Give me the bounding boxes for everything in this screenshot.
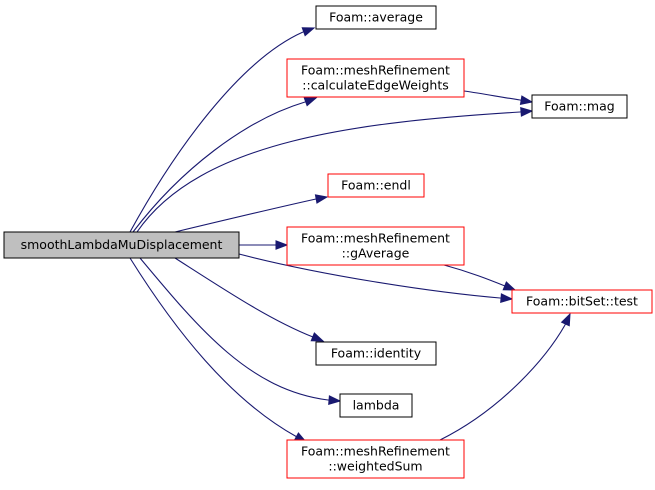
- edge-root-to-mag: [136, 107, 534, 233]
- arrow-head-icon: [502, 281, 517, 291]
- edge-root-to-identity: [174, 257, 325, 342]
- node-box[interactable]: [327, 173, 425, 198]
- edge-weightedSum-to-test: [439, 312, 571, 441]
- node-box[interactable]: [286, 58, 465, 98]
- edge-line: [174, 198, 317, 233]
- node-label: Foam::bitSet::test: [526, 294, 638, 309]
- node-box[interactable]: [286, 439, 465, 479]
- arrow-head-icon: [519, 95, 534, 105]
- node-test[interactable]: Foam::bitSet::test: [511, 289, 653, 314]
- arrow-head-icon: [303, 97, 318, 107]
- edge-line: [136, 111, 521, 233]
- edge-line: [443, 264, 506, 287]
- node-identity[interactable]: Foam::identity: [315, 341, 437, 366]
- node-average[interactable]: Foam::average: [315, 5, 437, 30]
- node-box[interactable]: [286, 226, 465, 266]
- edge-line: [174, 257, 314, 338]
- node-label: Foam::average: [329, 10, 423, 25]
- node-label: Foam::meshRefinement: [301, 444, 450, 459]
- edge-line: [463, 90, 521, 101]
- edge-root-to-gAverage: [239, 240, 289, 250]
- node-label: lambda: [353, 398, 400, 413]
- node-box[interactable]: [315, 5, 437, 30]
- node-label: ::calculateEdgeWeights: [302, 78, 448, 93]
- node-box[interactable]: [511, 289, 653, 314]
- node-box[interactable]: [531, 94, 628, 119]
- arrow-head-icon: [500, 293, 514, 303]
- node-gAverage[interactable]: Foam::meshRefinement::gAverage: [286, 226, 465, 266]
- arrow-head-icon: [560, 312, 571, 327]
- node-endl[interactable]: Foam::endl: [327, 173, 425, 198]
- edge-calcEdgeWeights-to-mag: [463, 90, 534, 105]
- node-box[interactable]: [315, 341, 437, 366]
- node-label: smoothLambdaMuDisplacement: [21, 237, 223, 252]
- edges-layer: [129, 27, 571, 443]
- edge-root-to-average: [129, 27, 316, 233]
- edge-line: [129, 257, 298, 438]
- node-box[interactable]: [3, 231, 240, 259]
- edge-line: [139, 257, 329, 401]
- node-lambda[interactable]: lambda: [339, 393, 413, 418]
- node-label: Foam::identity: [331, 346, 422, 361]
- edge-root-to-endl: [174, 194, 329, 233]
- edge-line: [439, 324, 566, 441]
- node-mag[interactable]: Foam::mag: [531, 94, 628, 119]
- node-label: Foam::endl: [341, 178, 411, 193]
- node-box[interactable]: [339, 393, 413, 418]
- edge-root-to-lambda: [139, 257, 342, 405]
- node-label: ::weightedSum: [328, 459, 422, 474]
- edge-root-to-calcEdgeWeights: [132, 97, 318, 233]
- node-root[interactable]: smoothLambdaMuDisplacement: [3, 231, 240, 259]
- arrow-head-icon: [301, 27, 316, 37]
- arrow-head-icon: [310, 332, 325, 342]
- node-weightedSum[interactable]: Foam::meshRefinement::weightedSum: [286, 439, 465, 479]
- arrow-head-icon: [275, 240, 289, 250]
- node-calcEdgeWeights[interactable]: Foam::meshRefinement::calculateEdgeWeigh…: [286, 58, 465, 98]
- arrow-head-icon: [328, 395, 342, 405]
- node-label: Foam::meshRefinement: [301, 63, 450, 78]
- nodes-layer: smoothLambdaMuDisplacement Foam::averageF…: [3, 5, 653, 479]
- edge-root-to-test: [238, 253, 514, 303]
- edge-gAverage-to-test: [443, 264, 517, 291]
- arrow-head-icon: [520, 107, 534, 117]
- arrow-head-icon: [314, 194, 329, 204]
- node-label: Foam::meshRefinement: [301, 231, 450, 246]
- edge-line: [132, 101, 306, 233]
- edge-line: [129, 31, 304, 233]
- node-label: ::gAverage: [342, 246, 410, 261]
- node-label: Foam::mag: [544, 99, 614, 114]
- edge-line: [238, 253, 501, 299]
